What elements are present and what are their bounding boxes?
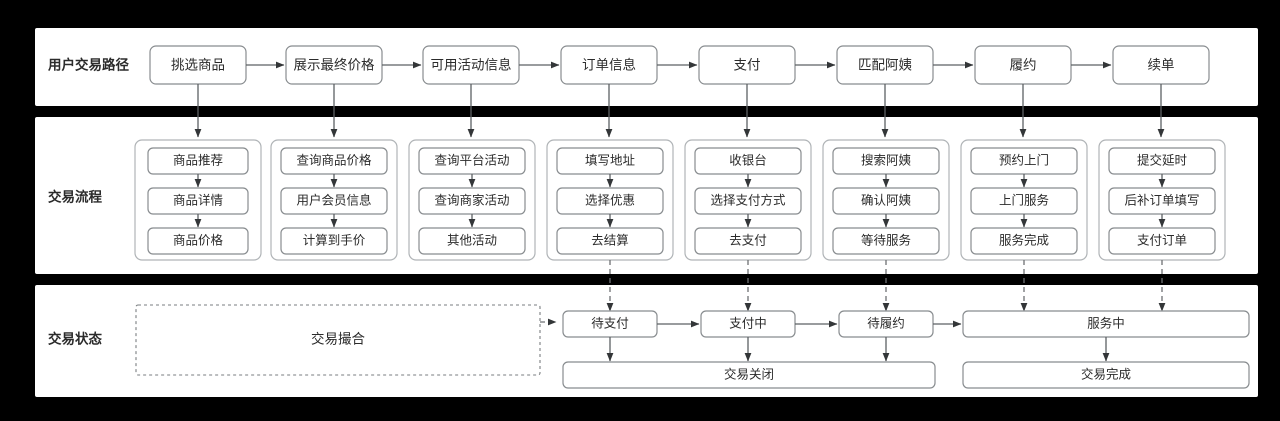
process-step-label: 填写地址: [585, 153, 636, 167]
terminal-box[interactable]: [962, 361, 1250, 389]
process-group: 预约上门 上门服务 服务完成: [960, 139, 1088, 261]
process-step-box[interactable]: [694, 227, 802, 255]
process-step-box[interactable]: [970, 227, 1078, 255]
process-step-label: 计算到手价: [303, 232, 366, 247]
process-step-label: 收银台: [729, 152, 767, 167]
user-path-step: 支付: [698, 45, 796, 85]
process-group: 搜索阿姨 确认阿姨 等待服务: [822, 139, 950, 261]
process-group: 填写地址 选择优惠 去结算: [546, 139, 674, 261]
user-path-step: 展示最终价格: [285, 45, 383, 85]
process-step-box[interactable]: [1108, 227, 1216, 255]
process-step-label: 商品推荐: [173, 152, 223, 167]
step-label: 支付: [734, 58, 761, 73]
process-step-label: 确认阿姨: [861, 193, 912, 207]
matching-box-label: 交易撮合: [311, 331, 365, 347]
step-label: 履约: [1010, 58, 1037, 73]
terminal-box[interactable]: [562, 361, 936, 389]
process-step-label: 去结算: [591, 232, 629, 247]
process-step-box[interactable]: [556, 227, 664, 255]
process-step-label: 支付订单: [1137, 233, 1187, 247]
step-label: 展示最终价格: [294, 58, 375, 73]
step-label: 可用活动信息: [431, 57, 512, 73]
status-to-terminal-connectors: [606, 337, 1110, 362]
status-label: 服务中: [1087, 315, 1125, 330]
status-label: 待履约: [867, 315, 905, 330]
step-label: 续单: [1148, 58, 1175, 73]
user-path-step: 履约: [974, 45, 1072, 85]
process-step-label: 用户会员信息: [296, 192, 371, 207]
process-step-label: 商品详情: [173, 192, 223, 207]
process-step-box[interactable]: [147, 227, 249, 255]
step-label: 匹配阿姨: [858, 58, 912, 73]
process-group: 商品推荐 商品详情 商品价格: [134, 139, 262, 261]
process-group: 查询平台活动 查询商家活动 其他活动: [408, 139, 536, 261]
process-group: 收银台 选择支付方式 去支付: [684, 139, 812, 261]
process-step-label: 选择优惠: [585, 193, 635, 207]
terminal-label: 交易完成: [1081, 366, 1131, 381]
section-title-user-path: 用户交易路径: [48, 57, 129, 73]
process-group: 查询商品价格 用户会员信息 计算到手价: [270, 139, 398, 261]
matching-box[interactable]: [135, 304, 541, 376]
process-step-label: 去支付: [729, 233, 767, 247]
process-step-label: 后补订单填写: [1124, 192, 1199, 207]
status-label: 支付中: [729, 315, 767, 330]
process-step-box[interactable]: [832, 227, 940, 255]
status-state: 待履约: [838, 310, 934, 338]
user-path-step: 续单: [1112, 45, 1210, 85]
process-step-label: 提交延时: [1137, 152, 1188, 167]
path-to-process-connectors: [194, 84, 1165, 138]
user-path-step: 匹配阿姨: [836, 45, 934, 85]
step-label: 挑选商品: [171, 58, 225, 73]
user-path-step: 订单信息: [560, 45, 658, 85]
user-path-steps: 挑选商品 展示最终价格 可用活动信息 订单信息 支付 匹配阿姨 履约 续单: [149, 45, 1210, 85]
process-step-label: 等待服务: [861, 232, 911, 247]
process-step-label: 查询商家活动: [434, 192, 509, 207]
process-step-label: 上门服务: [999, 192, 1049, 207]
process-group: 提交延时 后补订单填写 支付订单: [1098, 139, 1226, 261]
process-step-label: 商品价格: [173, 232, 224, 247]
user-path-step: 挑选商品: [149, 45, 247, 85]
user-path-step: 可用活动信息: [422, 45, 520, 85]
terminal-states: 交易关闭 交易完成: [562, 361, 1250, 389]
section-title-trade-process: 交易流程: [48, 189, 102, 205]
terminal-label: 交易关闭: [724, 366, 774, 381]
process-step-label: 其他活动: [447, 233, 497, 247]
process-step-label: 查询平台活动: [434, 152, 509, 167]
status-state: 支付中: [700, 310, 796, 338]
process-step-label: 服务完成: [999, 232, 1049, 247]
step-label: 订单信息: [582, 57, 636, 73]
process-step-box[interactable]: [418, 227, 526, 255]
section-title-trade-status: 交易状态: [48, 331, 102, 347]
process-step-label: 搜索阿姨: [861, 152, 912, 167]
status-states: 待支付 支付中 待履约 服务中: [562, 310, 1250, 338]
status-label: 待支付: [591, 316, 629, 330]
process-step-box[interactable]: [280, 227, 388, 255]
process-step-label: 查询商品价格: [296, 152, 372, 167]
process-step-label: 预约上门: [999, 152, 1049, 167]
status-state: 服务中: [962, 310, 1250, 338]
status-state: 待支付: [562, 310, 658, 338]
process-step-label: 选择支付方式: [710, 192, 786, 207]
